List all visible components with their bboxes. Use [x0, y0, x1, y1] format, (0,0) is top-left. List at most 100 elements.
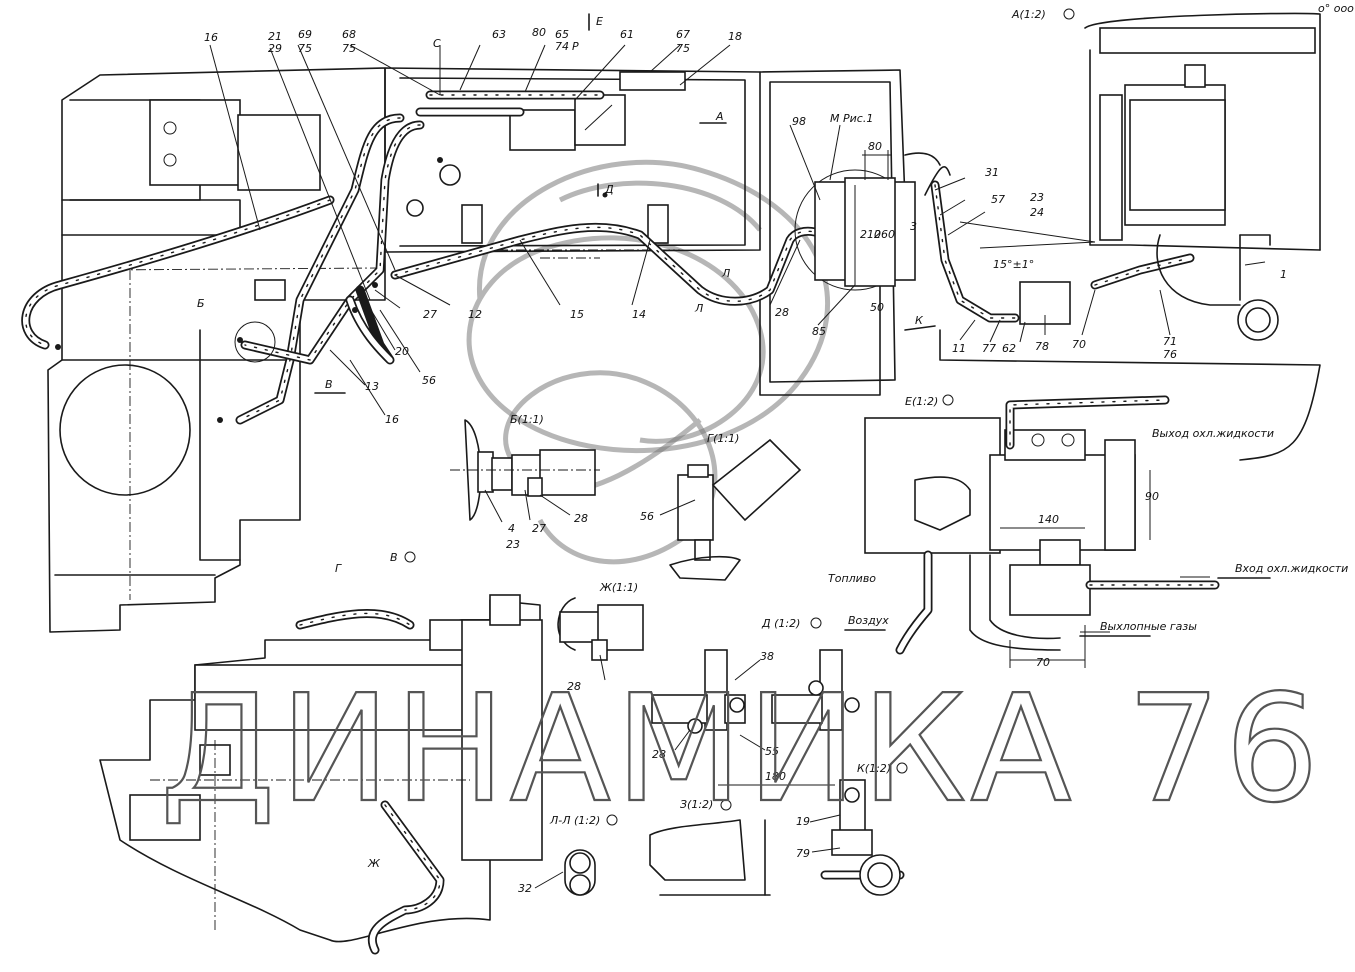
callout: 78 — [1035, 340, 1049, 353]
air-label: Воздух — [848, 614, 889, 627]
callout: 14 — [632, 308, 646, 321]
callout: 79 — [796, 847, 810, 860]
callout: 61 — [620, 28, 634, 41]
callout: 19 — [796, 815, 810, 828]
callout: 98 — [792, 115, 806, 128]
callout: 16 — [204, 31, 218, 44]
dim-3: 3 — [910, 220, 917, 233]
coolant-in-label: Вход охл.жидкости — [1235, 562, 1348, 575]
section-d-label: Д (1:2) — [761, 617, 800, 630]
view-g-marker: Г — [335, 562, 342, 575]
detail-k — [820, 779, 905, 896]
detail-zh — [557, 597, 644, 661]
engine-block — [47, 67, 386, 633]
callout: 21 — [268, 30, 282, 43]
callout: 27 — [423, 308, 437, 321]
callout: 18 — [728, 30, 742, 43]
dim-260: 260 — [874, 228, 895, 241]
callout: 55 — [765, 745, 779, 758]
callout: 32 — [518, 882, 532, 895]
callout: 15 — [570, 308, 584, 321]
detail-a — [904, 12, 1321, 461]
section-k-label: К(1:2) — [857, 762, 891, 775]
lower-engine — [99, 594, 543, 955]
callout: 27 — [532, 522, 546, 535]
exhaust-label: Выхлопные газы — [1100, 620, 1197, 633]
fuel-label: Топливо — [828, 572, 876, 585]
callout: 13 — [365, 380, 379, 393]
callout: 74 — [555, 40, 569, 53]
view-circle-icon — [810, 617, 822, 629]
section-m-label: М Рис.1 — [830, 112, 873, 125]
callout: 28 — [574, 512, 588, 525]
callout: 69 — [298, 28, 312, 41]
view-l1-marker: Л — [721, 267, 730, 280]
view-k-marker: К — [915, 314, 924, 327]
callout: 31 — [985, 166, 999, 179]
heater-housing — [384, 67, 906, 396]
view-circle-icon — [896, 762, 908, 774]
view-l2-marker: Л — [694, 302, 703, 315]
watermark-text: ДИНАМИКА 76 — [160, 663, 1323, 835]
view-circle-icon — [606, 814, 618, 826]
section-e-label: Е(1:2) — [905, 395, 938, 408]
callout: 71 — [1163, 335, 1177, 348]
detail-e — [864, 395, 1220, 668]
section-g-label: Г(1:1) — [707, 432, 739, 445]
section-ll-label: Л-Л (1:2) — [549, 814, 600, 827]
corner-mark: o° ooo — [1318, 2, 1354, 15]
dim-90: 90 — [1145, 490, 1159, 503]
view-circle-icon — [720, 799, 732, 811]
callout: 20 — [395, 345, 409, 358]
callout: 80 — [532, 26, 546, 39]
callout: 16 — [385, 413, 399, 426]
callout: 56 — [640, 510, 654, 523]
view-circle-icon — [1063, 8, 1075, 20]
callout: 65 — [555, 28, 569, 41]
section-b-label: Б(1:1) — [510, 413, 544, 426]
callout: 24 — [1030, 206, 1044, 219]
callout: 62 — [1002, 342, 1016, 355]
detail-b — [450, 419, 600, 521]
flow-annotations: Выход охл.жидкости Вход охл.жидкости Топ… — [828, 258, 1348, 637]
callout: 75 — [342, 42, 356, 55]
dim-50: 50 — [870, 301, 884, 314]
detail-b-circle — [234, 321, 276, 363]
callout: 12 — [468, 308, 482, 321]
view-circle-icon — [942, 394, 954, 406]
view-zh-marker: Ж — [367, 857, 381, 870]
section-zh-label: Ж(1:1) — [599, 581, 638, 594]
callout: 76 — [1163, 348, 1177, 361]
callout: 11 — [952, 342, 966, 355]
view-d-marker: Д — [604, 183, 614, 196]
callout: 77 — [982, 342, 996, 355]
callout: 56 — [422, 374, 436, 387]
view-b-marker: Б — [197, 297, 205, 310]
view-a-marker: А — [715, 110, 724, 123]
hose-lines — [21, 90, 1195, 425]
dim-70: 70 — [1036, 656, 1050, 669]
callout: 67 — [676, 28, 690, 41]
detail-d — [651, 649, 860, 786]
callout: 63 — [492, 28, 506, 41]
angle-label: 15°±1° — [993, 258, 1034, 271]
callout: 38 — [760, 650, 774, 663]
view-e-marker: Е — [596, 15, 603, 28]
view-circle-icon — [404, 551, 416, 563]
view-p-marker: Р — [572, 40, 579, 53]
callout: 28 — [775, 306, 789, 319]
callout: 1 — [1280, 268, 1287, 281]
callout: 23 — [1030, 191, 1044, 204]
detail-z — [649, 819, 771, 896]
callout: 28 — [567, 680, 581, 693]
dim-210: 210 — [860, 228, 881, 241]
callout: 23 — [506, 538, 520, 551]
callout: 85 — [812, 325, 826, 338]
section-a-label: А(1:2) — [1011, 8, 1046, 21]
view-markers: Е Р С А Д Л Л К В Б Ж Г — [197, 13, 936, 870]
leader-lines — [209, 44, 1266, 889]
dim-140: 140 — [1038, 513, 1059, 526]
callout: 29 — [268, 42, 282, 55]
